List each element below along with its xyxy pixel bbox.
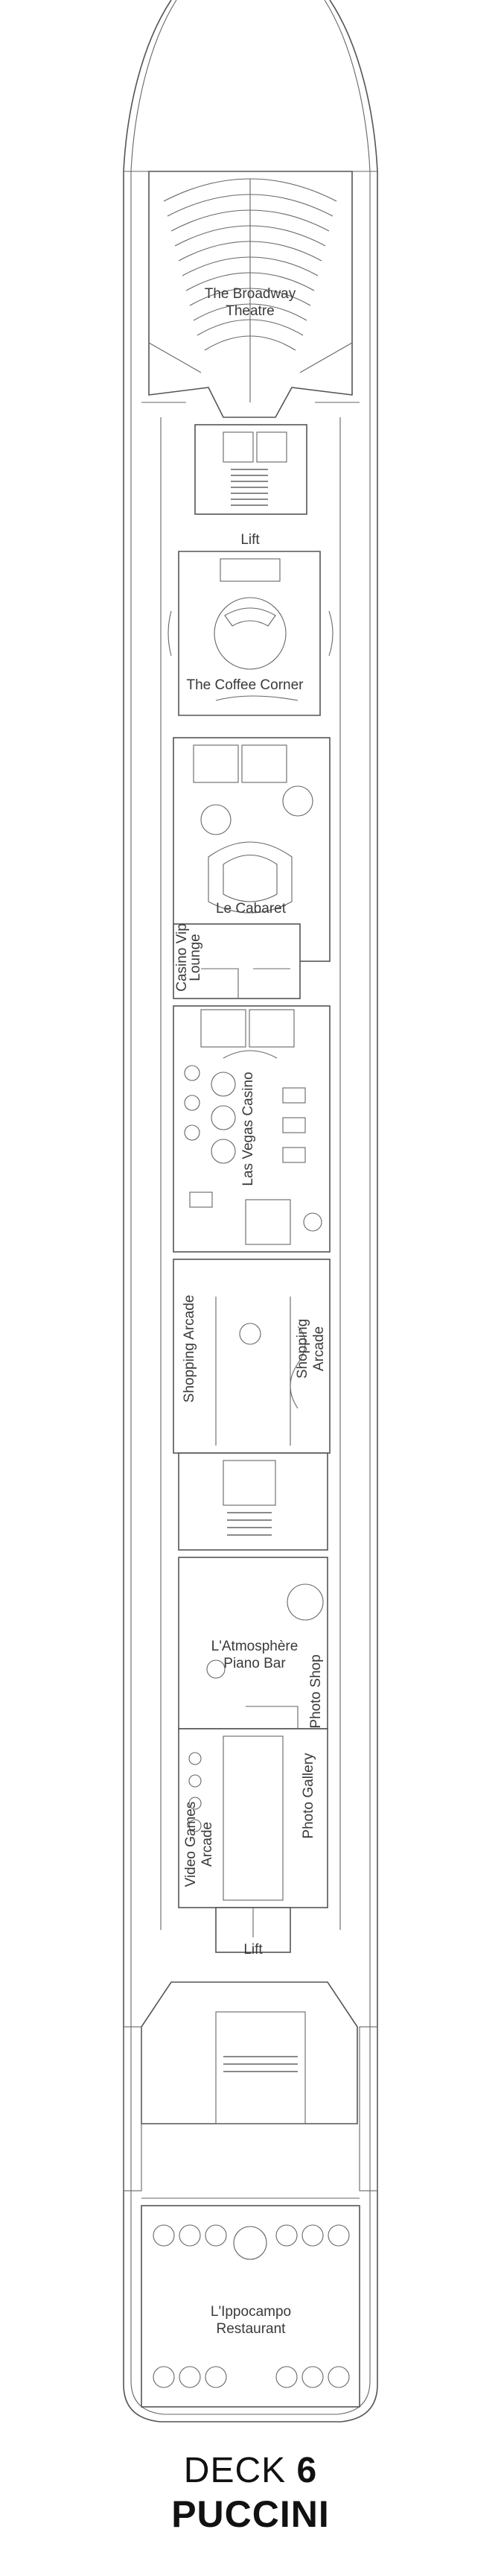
coffee-corner[interactable] xyxy=(167,551,334,716)
shopping-arcade-right-label-1: Shopping xyxy=(295,1319,310,1379)
atmosphere-label-1: L'Atmosphère xyxy=(211,1639,299,1654)
mid-stairs xyxy=(178,1452,328,1551)
casino-vip-label-2: Lounge xyxy=(188,934,203,981)
casino-vip-label-1: Casino Vip xyxy=(174,923,190,992)
shopping-arcade-left-label: Shopping Arcade xyxy=(182,1295,197,1403)
casino-vip-lounge[interactable] xyxy=(173,923,301,999)
aft-lift xyxy=(215,1907,291,1953)
photo-gallery-video-games[interactable] xyxy=(178,1728,328,1908)
shopping-arcade-right-label-2: Arcade xyxy=(311,1326,327,1371)
deck-label: DECK xyxy=(183,2451,287,2490)
broadway-theatre-label-2: Theatre xyxy=(226,303,274,319)
deck-name: PUCCINI xyxy=(171,2493,330,2535)
video-games-label-1: Video Games xyxy=(183,1802,199,1887)
aft-lobby xyxy=(141,1981,358,2124)
atmosphere-piano-bar[interactable] xyxy=(178,1557,328,1730)
forward-lift-stairs xyxy=(194,424,307,515)
atmosphere-label-2: Piano Bar xyxy=(223,1656,286,1671)
deck-number: 6 xyxy=(296,2451,318,2490)
coffee-corner-label: The Coffee Corner xyxy=(186,677,304,693)
broadway-theatre-label-1: The Broadway xyxy=(205,286,296,302)
las-vegas-casino-label: Las Vegas Casino xyxy=(240,1072,256,1186)
photo-gallery-label: Photo Gallery xyxy=(301,1753,316,1839)
hull-outline xyxy=(123,0,378,2422)
broadway-theatre[interactable] xyxy=(141,171,360,418)
outer-decks xyxy=(123,2026,378,2199)
video-games-label-2: Arcade xyxy=(200,1822,215,1867)
deck-number-title: DECK 6 xyxy=(0,2450,501,2491)
le-cabaret-label: Le Cabaret xyxy=(216,901,287,917)
las-vegas-casino[interactable] xyxy=(173,1005,331,1253)
photo-shop-label: Photo Shop xyxy=(308,1654,324,1728)
aft-lift-label: Lift xyxy=(243,1942,263,1958)
ippocampo-label-1: L'Ippocampo xyxy=(211,2304,291,2320)
ippocampo-label-2: Restaurant xyxy=(217,2321,287,2337)
forward-lift-label: Lift xyxy=(240,532,260,548)
ippocampo-restaurant[interactable] xyxy=(141,2205,360,2408)
